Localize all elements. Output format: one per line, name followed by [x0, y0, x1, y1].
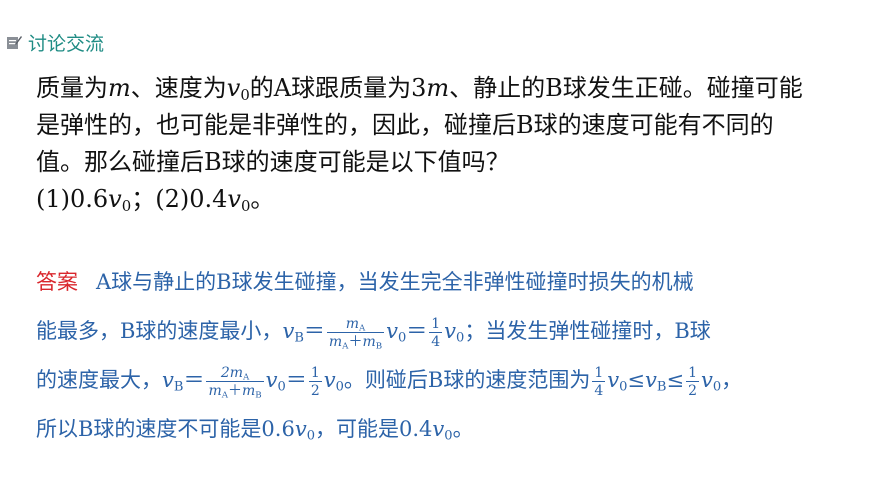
- section-title: 讨论交流: [28, 32, 105, 55]
- question-line-1: 质量为m、速度为v0的A球跟质量为3m、静止的B球发生正碰。碰撞可能: [36, 74, 803, 105]
- section-header: 讨论交流: [6, 30, 105, 55]
- question-options: (1)0.6v0；(2)0.4v0。: [36, 185, 275, 216]
- answer-label: 答案: [36, 270, 78, 294]
- question-block: 质量为m、速度为v0的A球跟质量为3m、静止的B球发生正碰。碰撞可能 是弹性的，…: [36, 70, 836, 218]
- answer-line-4: 所以B球的速度不可能是0.6v0，可能是0.4v0。: [36, 417, 474, 444]
- note-pencil-icon: [7, 36, 22, 49]
- question-line-2: 是弹性的，也可能是非弹性的，因此，碰撞后B球的速度可能有不同的: [36, 111, 774, 139]
- question-line-3: 值。那么碰撞后B球的速度可能是以下值吗？: [36, 148, 510, 176]
